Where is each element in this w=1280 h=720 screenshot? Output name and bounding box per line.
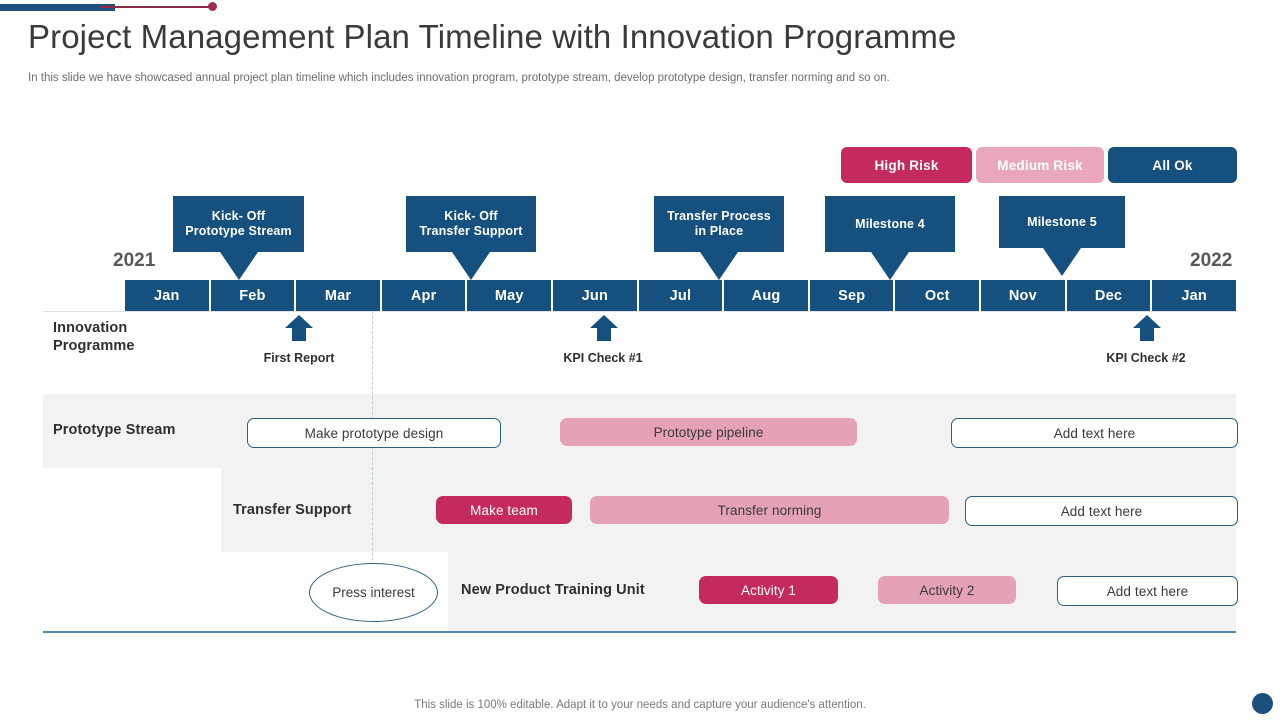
task-bar-prototype-stream-3[interactable]: Add text here — [951, 418, 1238, 448]
legend-badge-high-risk[interactable]: High Risk — [841, 147, 972, 183]
month-cell-may-4[interactable]: May — [467, 280, 554, 311]
task-bar-prototype-stream-2[interactable]: Prototype pipeline — [560, 418, 857, 446]
legend-badge-medium-risk[interactable]: Medium Risk — [976, 147, 1104, 183]
callout-tail-icon — [219, 252, 258, 280]
month-cell-feb-1[interactable]: Feb — [210, 280, 297, 311]
task-bar-transfer-support-2[interactable]: Transfer norming — [590, 496, 949, 524]
milestone-callout-5[interactable]: Milestone 5 — [999, 196, 1125, 276]
header-accent-bar-blue — [0, 4, 115, 11]
task-bar-prototype-stream-1[interactable]: Make prototype design — [247, 418, 501, 448]
month-cell-apr-3[interactable]: Apr — [381, 280, 468, 311]
month-cell-nov-10[interactable]: Nov — [981, 280, 1067, 311]
task-bar-training-unit-1[interactable]: Activity 1 — [699, 576, 838, 604]
timeline-bottom-rule — [43, 631, 1236, 633]
today-marker-dashed-line — [372, 311, 373, 611]
milestone-callout-label: Milestone 5 — [1027, 214, 1097, 229]
callout-tail-icon — [452, 252, 490, 280]
month-cell-jul-6[interactable]: Jul — [638, 280, 725, 311]
press-interest-ellipse[interactable]: Press interest — [309, 563, 438, 622]
task-bar-transfer-support-1[interactable]: Make team — [436, 496, 572, 524]
row-label-training-unit: New Product Training Unit — [461, 582, 645, 598]
milestone-arrow-up-icon — [1132, 314, 1162, 342]
month-cell-jun-5[interactable]: Jun — [553, 280, 639, 311]
milestone-callout-4[interactable]: Milestone 4 — [825, 196, 955, 280]
milestone-arrow-up-icon — [589, 314, 619, 342]
month-cell-oct-9[interactable]: Oct — [895, 280, 982, 311]
milestone-arrow-up-icon — [284, 314, 314, 342]
callout-tail-icon — [1043, 248, 1081, 276]
year-label-start: 2021 — [113, 250, 156, 271]
row-label-transfer-support: Transfer Support — [233, 502, 352, 518]
page-title: Project Management Plan Timeline with In… — [28, 18, 957, 55]
milestone-callout-label: Milestone 4 — [855, 216, 925, 231]
row-label-prototype-stream: Prototype Stream — [53, 422, 176, 438]
callout-tail-icon — [871, 252, 909, 280]
milestone-arrow-label: First Report — [263, 351, 335, 365]
month-cell-dec-11[interactable]: Dec — [1066, 280, 1153, 311]
month-cell-jan-0[interactable]: Jan — [125, 280, 211, 311]
callout-tail-icon — [700, 252, 738, 280]
month-cell-sep-8[interactable]: Sep — [809, 280, 896, 311]
task-bar-training-unit-3[interactable]: Add text here — [1057, 576, 1238, 606]
footer-accent-dot — [1252, 693, 1273, 714]
task-bar-training-unit-2[interactable]: Activity 2 — [878, 576, 1016, 604]
legend-badge-all-ok[interactable]: All Ok — [1108, 147, 1237, 183]
header-accent-dot — [208, 2, 217, 11]
month-cell-mar-2[interactable]: Mar — [296, 280, 382, 311]
month-cell-jan-12[interactable]: Jan — [1152, 280, 1236, 311]
footer-note: This slide is 100% editable. Adapt it to… — [414, 699, 866, 711]
year-label-end: 2022 — [1190, 250, 1233, 271]
milestone-arrow-label: KPI Check #1 — [563, 351, 643, 365]
page-subtitle: In this slide we have showcased annual p… — [28, 72, 890, 84]
milestone-arrow-label: KPI Check #2 — [1106, 351, 1186, 365]
header-accent-line-maroon — [100, 6, 212, 8]
task-bar-transfer-support-3[interactable]: Add text here — [965, 496, 1238, 526]
month-cell-aug-7[interactable]: Aug — [724, 280, 810, 311]
